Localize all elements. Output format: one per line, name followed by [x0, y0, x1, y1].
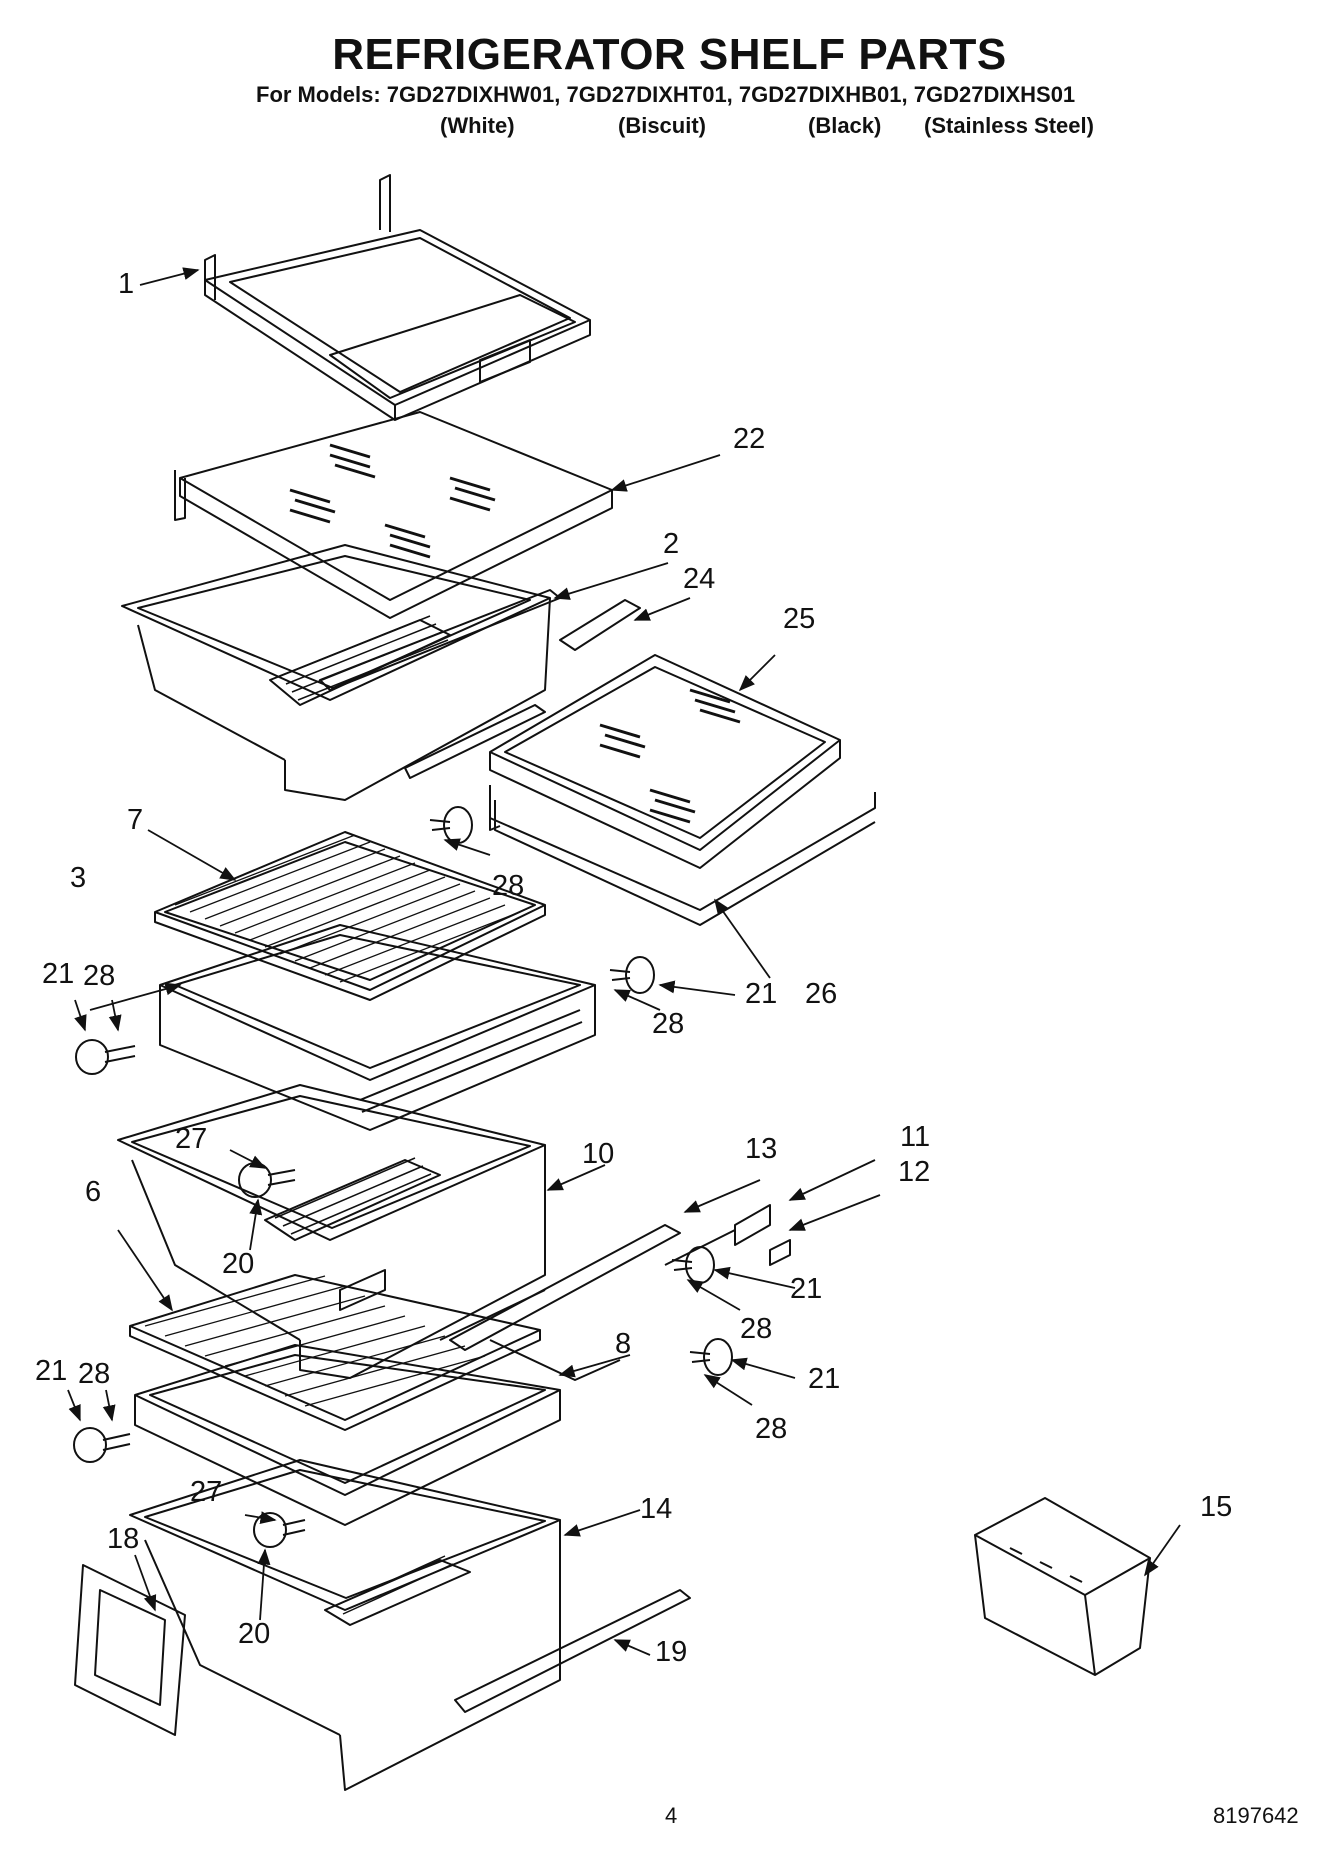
callout-27-upper: 27 [175, 1123, 208, 1155]
callout-14: 14 [640, 1493, 673, 1525]
part-wire-shelf [155, 832, 595, 1130]
callout-13: 13 [745, 1133, 778, 1165]
callout-28-left: 28 [83, 960, 116, 992]
callout-21-lower-right: 21 [808, 1363, 841, 1395]
callout-28-lower-right: 28 [755, 1413, 788, 1445]
callout-3: 3 [70, 862, 87, 894]
part-bracket [665, 1205, 790, 1265]
leader-lines [68, 267, 1180, 1655]
part-lower-wire-shelf [130, 1275, 560, 1525]
callout-19: 19 [655, 1636, 688, 1668]
model-list: For Models: 7GD27DIXHW01, 7GD27DIXHT01, … [256, 82, 1076, 107]
document-number: 8197642 [1213, 1803, 1299, 1828]
part-middle-trim [450, 1225, 680, 1350]
callout-8: 8 [615, 1328, 632, 1360]
callout-21-left: 21 [42, 958, 75, 990]
part-lower-crisper [130, 1460, 560, 1790]
variant-white: (White) [440, 113, 515, 138]
part-knobs [74, 807, 732, 1547]
callout-10: 10 [582, 1138, 615, 1170]
part-door-bin [975, 1498, 1150, 1675]
callout-27-lower: 27 [190, 1476, 223, 1508]
callout-28-right: 28 [652, 1008, 685, 1040]
variant-biscuit: (Biscuit) [618, 113, 706, 138]
callout-15: 15 [1200, 1491, 1233, 1523]
callout-6: 6 [85, 1176, 102, 1208]
variant-stainless-steel: (Stainless Steel) [924, 113, 1094, 138]
part-label-holder [75, 1565, 185, 1735]
part-bottom-trim [455, 1590, 690, 1712]
part-glass-shelf [175, 412, 612, 618]
callout-21-right: 21 [745, 978, 778, 1010]
page-number: 4 [665, 1803, 678, 1828]
callout-26: 26 [805, 978, 838, 1010]
callout-21-lower-left: 21 [35, 1355, 68, 1387]
callout-12: 12 [898, 1156, 931, 1188]
callout-1: 1 [118, 268, 135, 300]
callout-11: 11 [900, 1121, 931, 1153]
variant-black: (Black) [808, 113, 882, 138]
part-upper-crisper [122, 545, 560, 800]
callout-21-mid: 21 [790, 1273, 823, 1305]
callout-24: 24 [683, 563, 716, 595]
callout-28-upper: 28 [492, 870, 525, 902]
callout-20-upper: 20 [222, 1248, 255, 1280]
callout-7: 7 [127, 804, 144, 836]
callout-2: 2 [663, 528, 680, 560]
page-title: REFRIGERATOR SHELF PARTS [332, 30, 1007, 79]
part-shelf-frame [205, 175, 590, 420]
callout-28-mid: 28 [740, 1313, 773, 1345]
part-trim-strip [560, 600, 640, 650]
callout-22: 22 [733, 423, 766, 455]
callout-18: 18 [107, 1523, 140, 1555]
callout-28-lower-left: 28 [78, 1358, 111, 1390]
callout-20-lower: 20 [238, 1618, 271, 1650]
part-glass-shelf-assembly [490, 655, 875, 925]
callout-25: 25 [783, 603, 816, 635]
